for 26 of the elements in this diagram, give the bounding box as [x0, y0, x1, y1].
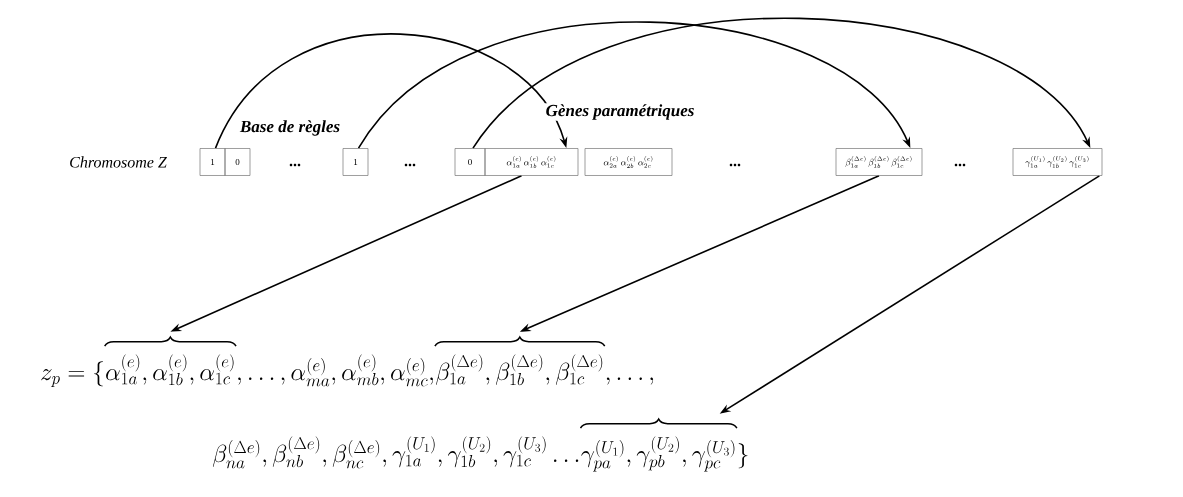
section-label: Gènes paramétriques	[544, 103, 696, 121]
gene-cell: $\gamma_{1a}^{(U_1)}$ $\gamma_{1b}^{(U_2)}$ $\gamma_{1c}^{(U_3)}$	[1012, 148, 1103, 176]
formula: $, \ldots, \alpha_{ma}^{(e)}, \alpha_{mb}^{(e)}, \alpha_{mc}^{(e)},$	[238, 354, 433, 387]
ellipsis: ...	[289, 163, 301, 167]
arrow	[357, 21, 911, 149]
gene-cell: 0	[224, 148, 251, 176]
section-label: Base de règles	[238, 119, 342, 137]
gene-cell: 1	[342, 148, 369, 176]
formula: $\alpha_{1a}^{(e)}, \alpha_{1b}^{(e)}, \alpha_{1c}^{(e)}$	[106, 354, 234, 386]
gene-cell: 1	[199, 148, 226, 176]
formula: $\gamma_{pa}^{(U_1)}, \gamma_{pb}^{(U_2)}, \gamma_{pc}^{(U_3)}$	[581, 436, 735, 472]
ellipsis: ...	[954, 163, 966, 167]
gene-cell: 0	[454, 148, 486, 176]
ellipsis: ...	[729, 163, 741, 167]
ellipsis: ...	[404, 163, 416, 167]
formula: $\Big\}$	[738, 443, 748, 469]
gene-cell: $\alpha_{1a}^{(e)}$ $\alpha_{1b}^{(e)}$ $\alpha_{1c}^{(e)}$	[484, 148, 579, 176]
gene-cell: $\alpha_{2a}^{(e)}$ $\alpha_{2b}^{(e)}$ $\alpha_{2c}^{(e)}$	[584, 148, 673, 176]
curly-brace	[434, 336, 606, 347]
gene-cell: $\beta_{1a}^{(\Delta e)}$ $\beta_{1b}^{(\Delta e)}$ $\beta_{1c}^{(\Delta e)}$	[835, 148, 923, 176]
curly-brace	[103, 336, 237, 347]
row-label: Chromosome Z	[70, 156, 167, 168]
curly-brace	[579, 418, 738, 429]
formula: $, \ldots,$	[606, 377, 654, 385]
arrow	[214, 33, 568, 149]
arrow	[472, 17, 1091, 149]
